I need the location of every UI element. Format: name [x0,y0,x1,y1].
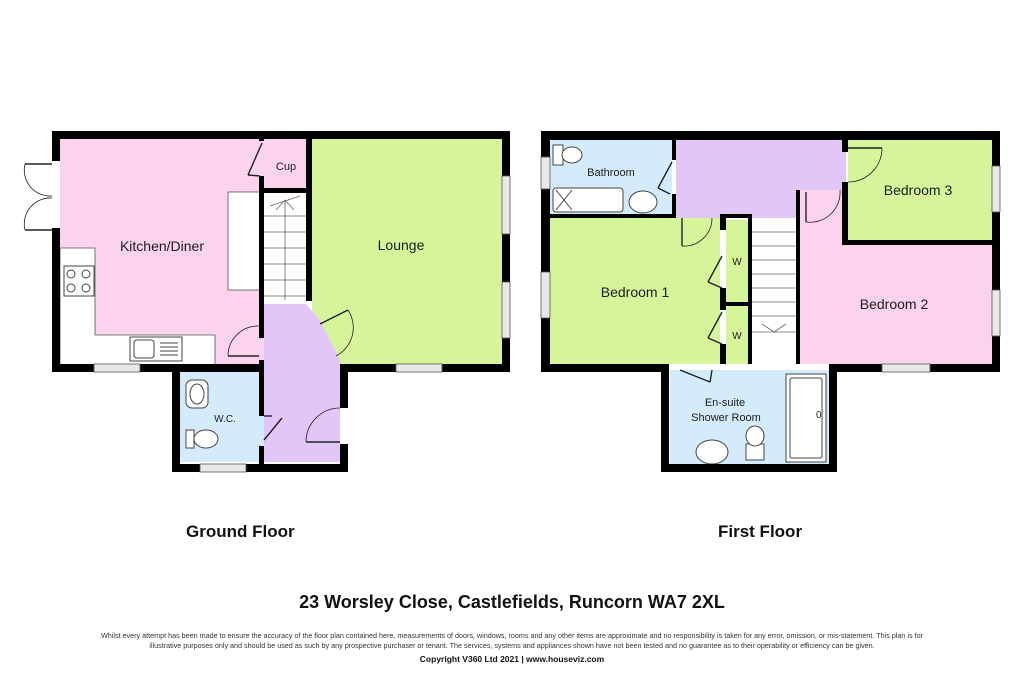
ground-floor-title: Ground Floor [186,522,295,541]
room-label-bedroom3: Bedroom 3 [884,182,953,198]
window-icon [199,463,247,473]
wc-door-icon [263,415,283,441]
first-floor-plan: 0 [540,131,1001,472]
first-floor-title: First Floor [718,522,803,541]
first-windows [540,156,1001,373]
bedroom3-room [848,140,992,240]
wardrobe2-door-icon [707,311,723,345]
window-icon [881,363,931,373]
landing-lower [676,190,796,218]
room-label-lounge: Lounge [378,237,425,253]
window-icon [93,363,141,373]
bathroom-door-icon [657,161,673,195]
bedroom3-door-icon [847,147,883,183]
room-label-ensuite-2: Shower Room [691,412,761,424]
toilet-icon [185,429,219,449]
sink-icon [129,336,183,362]
bedroom2-room [800,190,992,364]
disclaimer-line-1: Whilst every attempt has been made to en… [100,631,924,640]
stairs-ground-treads [264,195,306,300]
wardrobe2-room [726,306,748,364]
copyright-text: Copyright V360 Ltd 2021 | www.houseviz.c… [419,654,605,664]
bedroom1-door-icon [681,217,713,247]
svg-text:0: 0 [816,410,822,421]
wardrobe1-room [726,220,748,302]
room-label-bathroom: Bathroom [587,167,635,179]
hob-icon [63,265,95,297]
first-floor-walls [541,131,1000,472]
room-label-cupboard: Cup [276,161,296,173]
bathroom-fixtures [552,144,658,214]
wc-basin-icon [185,379,209,409]
ensuite-basin-icon [695,439,729,465]
room-label-ensuite-1: En-suite [705,397,745,409]
ground-floor-plan: Kitchen/Diner Cup Lounge W.C. [23,131,511,473]
bedroom1-room [550,218,720,364]
bathtub-icon [552,187,624,213]
front-door-icon [305,407,341,443]
room-label-bedroom1: Bedroom 1 [601,284,670,300]
window-icon [540,271,551,319]
stairs-first-treads [752,231,796,333]
hall-room [264,304,340,462]
window-icon [991,165,1001,213]
ground-doors [23,142,354,443]
room-label-wardrobe2: W [732,331,742,342]
window-icon [395,363,443,373]
room-label-bedroom2: Bedroom 2 [860,296,929,312]
window-icon [540,156,551,190]
cupboard-room [264,138,306,190]
ground-windows [93,175,511,473]
bathroom-basin-icon [628,190,658,214]
ensuite-door-icon [679,369,713,383]
wardrobe1-door-icon [707,255,723,289]
room-label-wardrobe1: W [732,257,742,268]
disclaimer-text: Whilst every attempt has been made to en… [0,631,1024,650]
window-icon [991,289,1001,337]
window-icon [501,281,511,339]
property-address: 23 Worsley Close, Castlefields, Runcorn … [299,592,725,612]
room-label-wc: W.C. [214,414,236,425]
lounge-door-icon [319,309,354,357]
lounge-room [312,138,502,368]
disclaimer-line-2: illustrative purposes only and should be… [149,640,875,650]
bedroom2-door-icon [805,189,841,223]
kitchen-unit-tall [227,191,263,291]
kitchen-door-icon [227,325,260,357]
first-doors [657,147,883,383]
cupboard-door-icon [247,142,263,177]
window-icon [501,175,511,235]
landing-room [676,140,846,190]
stairs-first [752,218,796,364]
french-doors-icon [23,163,53,231]
room-label-kitchen: Kitchen/Diner [120,238,204,254]
